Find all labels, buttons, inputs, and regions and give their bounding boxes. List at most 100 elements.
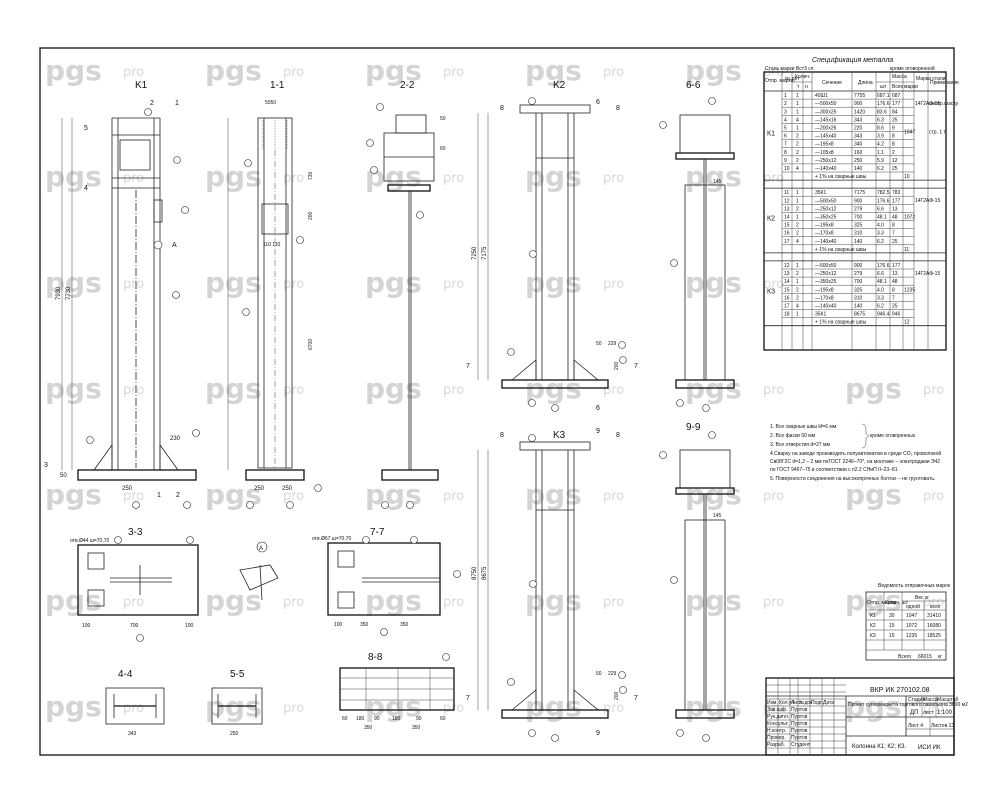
view-section-5-5: 5-5 250 [211, 669, 263, 737]
view-title-9-9: 9-9 [686, 422, 701, 433]
spec-cell-mass-all: 9 [892, 126, 895, 132]
spec-h-length: Длина [858, 80, 873, 86]
spec-cell-section: —145х16 [815, 117, 837, 123]
watermark-brand: pgs [365, 266, 422, 299]
dim-k2-200: 200 [614, 361, 620, 370]
spec-cell-mass-pc: 176.6 [877, 198, 890, 204]
dim-s11-h2: 730 [308, 171, 314, 180]
stamp-h-mass: Масса [923, 697, 938, 703]
watermark-suffix: pro [123, 171, 144, 186]
spec-cell-pos: 5 [784, 126, 787, 132]
spec-cell-qty: 1 [796, 215, 799, 221]
dim-s88-b: 180 [356, 716, 365, 722]
view-title-6-6: 6-6 [686, 80, 701, 91]
mt-cell-qty: 15 [889, 623, 895, 629]
view-section-6-6: 6-6 145 [659, 80, 735, 412]
mt-cell-qty: 15 [889, 633, 895, 639]
spec-group-steel: 14Г2АФ-15 [915, 198, 940, 204]
stamp-scale: 1:100 [937, 710, 953, 716]
spec-cell-mass-pc: 6.2 [877, 166, 884, 172]
spec-cell-pos: 4 [784, 117, 787, 123]
svg-text:2: 2 [176, 492, 180, 499]
spec-cell-pos: 2 [784, 101, 787, 107]
watermark-suffix: pro [923, 701, 944, 716]
dim-s88-h: 350 [412, 725, 421, 731]
mt-cell-all: 16080 [927, 623, 941, 629]
dim-s11-w: 110 110 [263, 242, 281, 248]
spec-cell-mass-pc: 48.1 [877, 279, 887, 285]
spec-cell-mass-pc: 4.0 [877, 223, 884, 229]
spec-cell-pos: 11 [784, 190, 789, 196]
dim-s88-c: 90 [374, 716, 380, 722]
spec-group-mass: 1047 [904, 130, 915, 136]
dim-k3-200: 200 [614, 691, 620, 700]
spec-cell-qty: 1 [796, 279, 799, 285]
watermark-suffix: pro [923, 595, 944, 610]
mt-cell-all: 31410 [927, 613, 941, 619]
stamp-name: Пуртов [791, 721, 808, 727]
watermark-suffix: pro [123, 701, 144, 716]
spec-cell-pos: 13 [784, 271, 790, 277]
view-section-3-3: 3-3 отв.Ø44 ш=70,70 100 700 100 [70, 527, 199, 642]
spec-group-mass: 1235 [904, 287, 915, 293]
spec-cell-mass-pc: 4.2 [877, 142, 884, 148]
stamp-role: Провер. [767, 735, 786, 741]
dim-k3-h2: 8675 [482, 566, 488, 580]
watermark-brand: pgs [845, 584, 902, 617]
watermark-brand: pgs [845, 478, 902, 511]
spec-cell-mass-pc: 176.6 [877, 101, 890, 107]
watermark-suffix: pro [283, 489, 304, 504]
stamp-stage: ДП [910, 710, 918, 716]
note-2: 2. Все фаски 50 мм [770, 433, 816, 439]
spec-cell-section: —300х25 [815, 109, 837, 115]
dim-k2-50: 50 [596, 341, 602, 347]
spec-cell-section: —105х8 [815, 150, 834, 156]
spec-cell-qty: 1 [796, 263, 799, 269]
svg-text:6: 6 [596, 405, 600, 412]
watermark-suffix: pro [443, 65, 464, 80]
spec-cell-section: —170х8 [815, 295, 834, 301]
mt-cell-one: 1072 [906, 623, 917, 629]
mass-table-title: Ведомость отправочных марок [878, 583, 951, 589]
spec-cell-section: 35К1 [815, 312, 826, 318]
svg-text:7: 7 [634, 363, 638, 370]
svg-text:145: 145 [713, 179, 722, 185]
watermark-brand: pgs [365, 54, 422, 87]
view-title-5-5: 5-5 [230, 669, 245, 680]
spec-cell-length: 7175 [854, 190, 865, 196]
spec-cell-qty: 1 [796, 190, 799, 196]
watermark-suffix: pro [283, 383, 304, 398]
spec-cell-pos: 12 [784, 198, 790, 204]
spec-cell-mass-all: 7 [892, 231, 895, 237]
spec-cell-pos: 12 [784, 263, 790, 269]
svg-text:3: 3 [44, 462, 48, 469]
watermark-suffix: pro [283, 701, 304, 716]
spec-cell-mass-all: 2 [892, 150, 895, 156]
stamp-col-header: Лист [791, 700, 803, 706]
spec-cell-section: —500х50 [815, 263, 837, 269]
view-title-8-8: 8-8 [368, 652, 383, 663]
dim-s11-b2: 250 [282, 486, 293, 492]
mt-cell-all: 18525 [927, 633, 941, 639]
spec-cell-mass-all: 25 [892, 239, 898, 245]
spec-cell-pos: 8 [784, 150, 787, 156]
mass-table: Ведомость отправочных марок Отпр. марка … [865, 583, 951, 661]
spec-cell-length: 325 [854, 223, 863, 229]
dim-k1-base-w: 250 [122, 486, 133, 492]
spec-cell-section: —140х40 [815, 166, 837, 172]
mt-h-one: одной [906, 603, 920, 610]
dim-k2-h: 7250 [472, 246, 478, 260]
watermark-brand: pgs [205, 266, 262, 299]
spec-cell-qty: 2 [796, 206, 799, 212]
watermark-suffix: pro [603, 65, 624, 80]
dim-k3-50: 50 [596, 671, 602, 677]
spec-cell-section: —250х12 [815, 206, 837, 212]
spec-h-pos: № дет [785, 76, 800, 82]
stamp-name: Пуртов [791, 714, 808, 720]
spec-group-mark: К2 [767, 215, 775, 222]
spec-h-qty-t: т [797, 84, 800, 90]
spec-cell-pos: 9 [784, 158, 787, 164]
dim-s11-b1: 250 [254, 486, 265, 492]
mt-cell-qty: 30 [889, 613, 895, 619]
